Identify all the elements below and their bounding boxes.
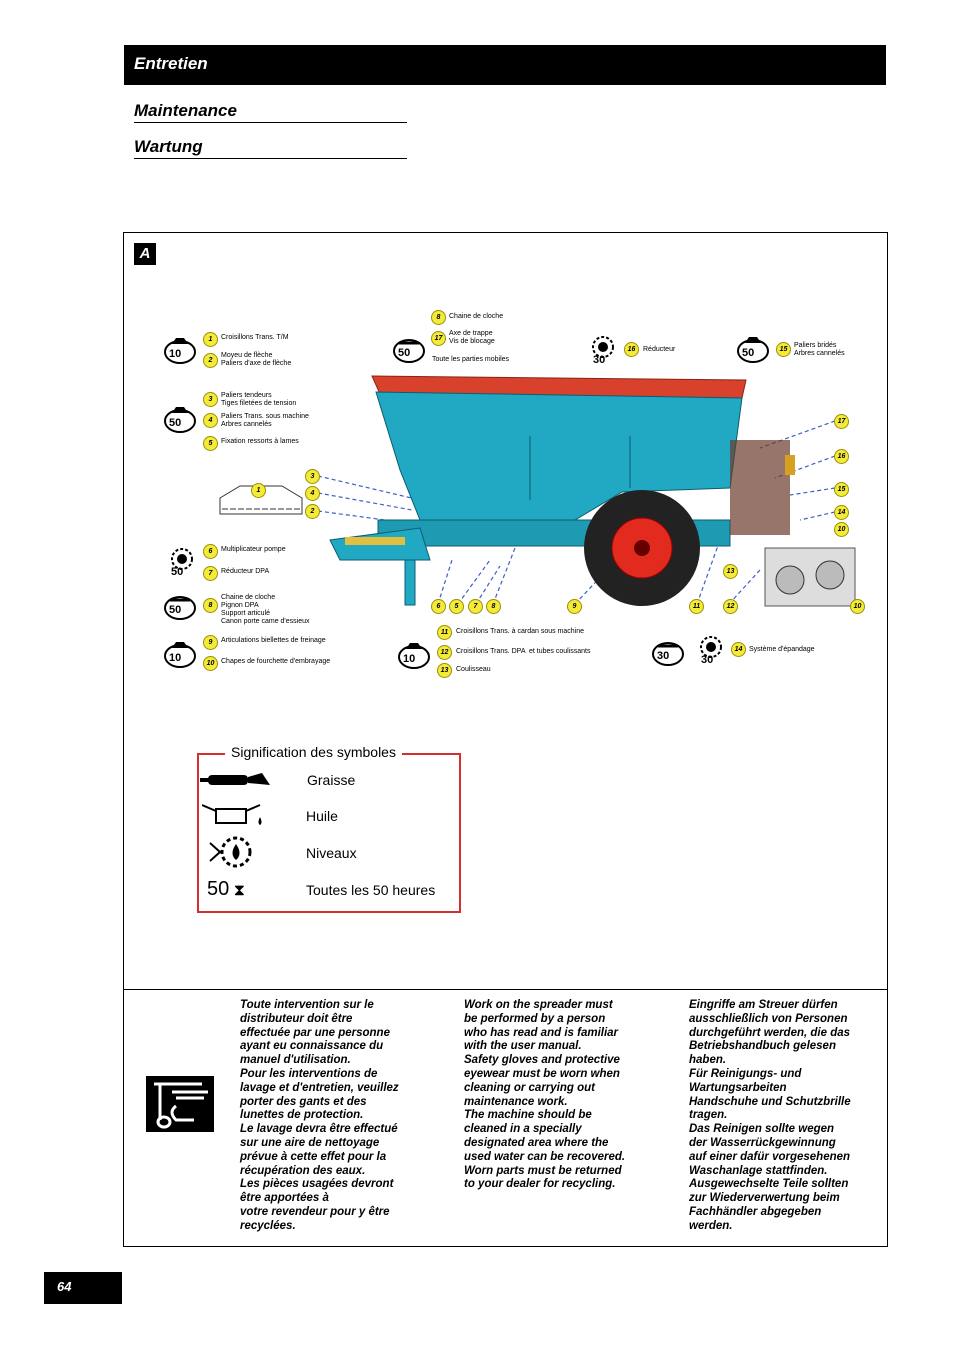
- subtitle-german: Wartung: [134, 137, 407, 159]
- grease-50h-icon-right: 50: [737, 333, 769, 366]
- callout-16: 16: [834, 449, 849, 464]
- oil-can-icon: [201, 801, 266, 832]
- jack-stand: [404, 559, 416, 606]
- hours-icon: 50 ⧗: [207, 878, 245, 900]
- grease-10h-icon-2: 10: [164, 638, 196, 671]
- item-label: Croisillons Trans. DPA et tubes coulissa…: [456, 648, 591, 655]
- legend-n-15: 15: [776, 342, 791, 357]
- item-label: Paliers Trans. sous machine Arbres canne…: [221, 413, 309, 428]
- oil-50h-icon-top: 50: [393, 333, 425, 366]
- item-label: Chaine de cloche Pignon DPA Support arti…: [221, 594, 310, 625]
- item-label: Paliers tendeurs Tiges filetées de tensi…: [221, 392, 297, 407]
- legend-n-13: 13: [437, 663, 452, 678]
- callout-14: 14: [834, 505, 849, 520]
- legend-n-7: 7: [203, 566, 218, 581]
- safety-text-en: Work on the spreader must be performed b…: [464, 999, 626, 1191]
- legend-n-12: 12: [437, 645, 452, 660]
- callout-10: 10: [834, 522, 849, 537]
- oil-50h-icon: 50: [164, 590, 196, 623]
- legend-n-9: 9: [203, 635, 218, 650]
- spreader-hopper: [375, 391, 743, 521]
- symbol-legend-title: Signification des symboles: [225, 744, 402, 760]
- callout-8: 8: [486, 599, 501, 614]
- item-label: Articulations biellettes de freinage: [221, 637, 326, 644]
- item-label: Chapes de fourchette d'embrayage: [221, 658, 331, 665]
- legend-n-1: 1: [203, 332, 218, 347]
- legend-n-8: 8: [203, 598, 218, 613]
- level-30h-icon: 30: [585, 333, 619, 370]
- safety-text-fr: Toute intervention sur le distributeur d…: [240, 999, 399, 1232]
- item-label: Chaine de cloche: [449, 313, 504, 320]
- oil-30h-icon: 30: [652, 636, 684, 669]
- rear-frame: [730, 440, 790, 535]
- page-number-box: 64: [44, 1272, 122, 1304]
- legend-n-8-top: 8: [431, 310, 446, 325]
- legend-n-5: 5: [203, 436, 218, 451]
- frame-divider: [123, 989, 888, 990]
- item-label: Multiplicateur pompe: [221, 546, 286, 553]
- callout-10b: 10: [850, 599, 865, 614]
- callout-15: 15: [834, 482, 849, 497]
- callout-7: 7: [468, 599, 483, 614]
- callout-3: 3: [305, 469, 320, 484]
- callout-13: 13: [723, 564, 738, 579]
- callout-6: 6: [431, 599, 446, 614]
- level-30h-icon-2: 30: [693, 633, 727, 670]
- spreader-mechanism-inset: [764, 547, 856, 607]
- figure-badge: A: [134, 243, 156, 265]
- legend-n-11: 11: [437, 625, 452, 640]
- grease-10h-icon-bottom: 10: [398, 639, 430, 672]
- callout-11: 11: [689, 599, 704, 614]
- legend-label-level: Niveaux: [306, 845, 357, 861]
- grease-gun-icon: [200, 769, 272, 796]
- item-label: Axe de trappe Vis de blocage: [449, 330, 495, 345]
- section-title: Entretien: [134, 54, 208, 73]
- grease-10h-icon: 10: [164, 334, 196, 367]
- legend-n-2: 2: [203, 353, 218, 368]
- section-header-bar: Entretien: [124, 45, 886, 85]
- page-number: 64: [57, 1279, 72, 1294]
- item-label: Système d'épandage: [749, 646, 815, 653]
- legend-label-oil: Huile: [306, 808, 338, 824]
- top-note: Toute les parties mobiles: [432, 356, 510, 363]
- legend-n-10: 10: [203, 656, 218, 671]
- legend-n-6: 6: [203, 544, 218, 559]
- callout-4: 4: [305, 486, 320, 501]
- item-label: Fixation ressorts à lames: [221, 438, 299, 445]
- callout-17: 17: [834, 414, 849, 429]
- hours-icon-number: 50: [207, 878, 230, 900]
- item-label: Paliers bridés Arbres cannelés: [794, 342, 845, 357]
- level-50h-icon: 50: [164, 545, 196, 582]
- item-label: Croisillons Trans. T/M: [221, 334, 289, 341]
- drive-shaft-diagram: [219, 485, 303, 515]
- callout-12: 12: [723, 599, 738, 614]
- legend-n-14: 14: [731, 642, 746, 657]
- legend-n-17: 17: [431, 331, 446, 346]
- grease-50h-icon: 50: [164, 403, 196, 436]
- callout-2: 2: [305, 504, 320, 519]
- item-label: Réducteur: [643, 346, 676, 353]
- subtitle-english: Maintenance: [134, 101, 407, 123]
- safety-text-de: Eingriffe am Streuer dürfen ausschließli…: [689, 999, 851, 1232]
- callout-5: 5: [449, 599, 464, 614]
- legend-n-16: 16: [624, 342, 639, 357]
- level-gear-icon: [208, 833, 256, 876]
- item-label: Moyeu de flèche Paliers d'axe de flèche: [221, 352, 292, 367]
- hand-warning-icon: [146, 1076, 214, 1132]
- legend-label-grease: Graisse: [307, 772, 356, 788]
- legend-n-3: 3: [203, 392, 218, 407]
- callout-9: 9: [567, 599, 582, 614]
- legend-label-hours: Toutes les 50 heures: [306, 882, 436, 898]
- item-label: Réducteur DPA: [221, 568, 270, 575]
- legend-n-4: 4: [203, 413, 218, 428]
- callout-1: 1: [251, 483, 266, 498]
- item-label: Croisillons Trans. à cardan sous machine: [456, 628, 585, 635]
- item-label: Coulisseau: [456, 666, 491, 673]
- figure-frame: [123, 232, 888, 1247]
